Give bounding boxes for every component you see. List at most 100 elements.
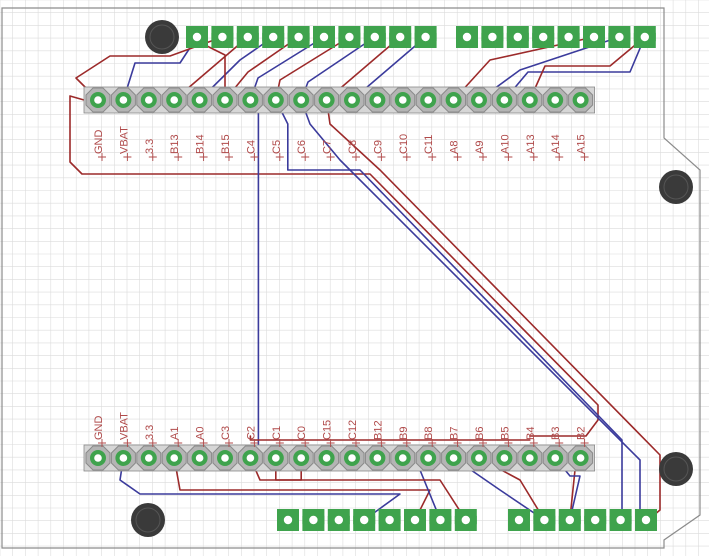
header-pad-hole xyxy=(424,454,433,462)
header-pad-hole xyxy=(297,454,306,462)
trace xyxy=(75,36,224,101)
trace xyxy=(300,99,641,521)
connector-pad-hole xyxy=(488,32,497,42)
pin-label: C5 xyxy=(271,140,283,154)
connector-pad-hole xyxy=(294,32,303,42)
pin-label: C0 xyxy=(296,426,308,440)
header-pad-hole xyxy=(551,454,559,462)
connector-pad-hole xyxy=(615,32,624,42)
pin-origin-cross xyxy=(529,153,538,161)
pin-origin-cross xyxy=(453,153,462,161)
header-pad-hole xyxy=(500,454,509,462)
header-pad-hole xyxy=(94,96,102,104)
pin-origin-cross xyxy=(225,439,233,447)
header-pad-hole xyxy=(348,454,356,462)
connector-pad-hole xyxy=(514,515,524,525)
connector-pad-hole xyxy=(589,32,599,42)
pin-label: GND xyxy=(93,416,105,441)
connector-pad-hole xyxy=(370,32,379,42)
pin-origin-cross xyxy=(504,439,513,447)
board-outline xyxy=(1,7,701,549)
connector-pad-hole xyxy=(360,515,369,525)
connector-pad-hole xyxy=(269,32,278,42)
connector-pad-hole xyxy=(461,515,470,525)
pin-origin-cross xyxy=(402,439,411,447)
pin-origin-cross xyxy=(199,439,208,447)
top-connectors xyxy=(186,26,656,48)
connector-pad-hole xyxy=(345,32,354,42)
pin-label: VBAT xyxy=(118,412,130,440)
header-pad-hole xyxy=(94,454,102,462)
pin-label: A15 xyxy=(576,134,588,154)
pin-origin-cross xyxy=(275,439,284,447)
mounting-hole-ring xyxy=(663,456,689,482)
pin-origin-cross xyxy=(148,439,157,447)
header-pad-hole xyxy=(551,96,559,104)
pin-label: A8 xyxy=(449,141,461,154)
pin-label: A0 xyxy=(195,427,207,440)
header-pad-hole xyxy=(297,96,306,104)
pin-origin-cross xyxy=(529,439,538,447)
header-pad-hole xyxy=(195,96,204,104)
pin-origin-cross xyxy=(275,153,284,161)
mounting-holes xyxy=(131,20,693,537)
pin-label: B3 xyxy=(550,427,562,440)
pin-label: B15 xyxy=(220,134,232,154)
header-pad-hole xyxy=(119,96,128,104)
pin-origin-cross xyxy=(326,153,335,161)
header-pad-hole xyxy=(526,454,534,462)
header-pad-hole xyxy=(195,454,204,462)
pin-label: B12 xyxy=(372,420,384,440)
header-pad-hole xyxy=(576,96,585,104)
pin-origin-cross xyxy=(428,439,437,447)
pin-label: 3.3 xyxy=(144,425,156,440)
pin-label: C2 xyxy=(245,426,257,440)
pin-label: C11 xyxy=(423,135,435,154)
connector-pad-hole xyxy=(591,515,600,525)
pin-label: C7 xyxy=(322,140,334,154)
header-pad-hole xyxy=(500,96,509,104)
pin-label: A13 xyxy=(525,134,537,154)
pin-origin-cross xyxy=(479,153,487,161)
connector-pad-hole xyxy=(218,32,227,42)
pin-origin-cross xyxy=(352,439,360,447)
pin-origin-cross xyxy=(504,153,513,161)
trace xyxy=(503,36,646,101)
pin-label: B8 xyxy=(423,427,435,440)
pin-label: C9 xyxy=(372,140,384,154)
trace xyxy=(173,457,431,521)
header-pad-hole xyxy=(145,96,153,104)
pin-origin-cross xyxy=(174,153,183,161)
header-pad-hole xyxy=(424,96,433,104)
pin-origin-cross xyxy=(428,153,437,161)
pin-label: B2 xyxy=(576,427,588,440)
bottom-connectors xyxy=(277,509,657,531)
header-pad-hole xyxy=(170,454,178,462)
pin-label: A14 xyxy=(550,134,562,154)
pin-origin-cross xyxy=(301,439,310,447)
trace xyxy=(325,99,661,521)
header-pad-hole xyxy=(119,454,128,462)
mounting-hole-ring xyxy=(663,174,689,200)
mounting-hole-ring xyxy=(149,24,175,50)
connector-pad-hole xyxy=(385,515,394,525)
pin-origin-cross xyxy=(98,439,106,447)
header-pad-hole xyxy=(272,454,280,462)
connector-pad-hole xyxy=(539,32,548,42)
connector-pad-hole xyxy=(192,32,202,42)
header-pad-hole xyxy=(475,96,483,104)
pin-origin-cross xyxy=(98,153,106,161)
pin-origin-cross xyxy=(174,439,183,447)
header-pad-hole xyxy=(399,96,407,104)
header-pad-hole xyxy=(145,454,153,462)
pin-origin-cross xyxy=(479,439,487,447)
header-pad-hole xyxy=(475,454,483,462)
pin-origin-cross xyxy=(250,153,259,161)
header-pad-hole xyxy=(399,454,407,462)
pin-origin-cross xyxy=(580,439,589,447)
header-pad-hole xyxy=(526,96,534,104)
